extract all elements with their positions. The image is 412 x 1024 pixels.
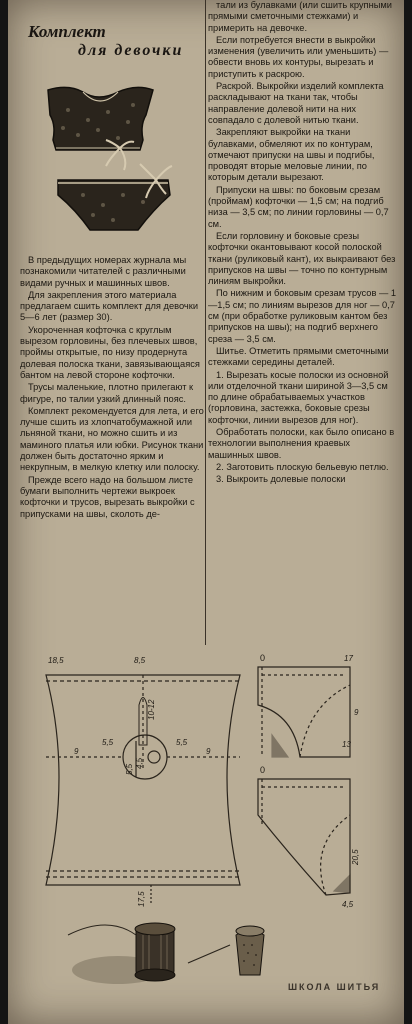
paragraph: Закрепляют выкройки на ткани булавками, …: [208, 127, 375, 183]
label-neck-v1: 5,5: [125, 763, 134, 775]
outfit-illustration: [47, 86, 173, 231]
label-right-top-17: 17: [344, 654, 353, 663]
blouse-pattern: [45, 674, 241, 903]
label-neck-left: 5,5: [102, 738, 114, 747]
right-column: тали из булавками (или сшить крупными пр…: [208, 0, 398, 486]
paragraph: 1. Вырезать косые полоски из основной ил…: [208, 369, 389, 425]
panties-illustration: [57, 163, 173, 231]
label-right-13: 13: [342, 740, 351, 749]
label-side-left: 9: [74, 747, 79, 756]
panties-back-pattern: [257, 778, 351, 896]
label-side-right: 9: [206, 747, 211, 756]
pattern-diagram: 18,5 8,5 10-12 5,5 5,5 5,5 4,5 9 9 17,5 …: [45, 653, 360, 984]
panties-front-pattern: [257, 666, 351, 758]
section-footer: ШКОЛА ШИТЬЯ: [288, 982, 381, 992]
label-top-mid: 8,5: [134, 656, 146, 665]
article-title-line1: Комплект: [28, 22, 106, 41]
label-right-nine: 9: [354, 708, 359, 717]
paragraph: Комплект рекомендуется для лета, и его л…: [20, 405, 204, 473]
paragraph: 2. Заготовить плоскую бельевую петлю.: [216, 461, 389, 472]
paragraph: Раскрой. Выкройки изделий комплекта раск…: [208, 81, 384, 125]
paragraph: В предыдущих номерах журнала мы познаком…: [20, 255, 187, 288]
label-right-top-zero: 0: [260, 653, 265, 663]
label-slit: 10-12: [147, 699, 156, 720]
label-bottom: 17,5: [137, 891, 146, 907]
label-right-4-5: 4,5: [342, 900, 354, 909]
paragraph: Если горловину и боковые срезы кофточки …: [208, 230, 396, 287]
paragraph: Обработать полоски, как было описано в т…: [208, 426, 395, 460]
label-top-left: 18,5: [48, 656, 64, 665]
column-divider: [205, 0, 206, 645]
magazine-page: Комплект для девочки В пред: [8, 0, 404, 1024]
label-neck-right: 5,5: [176, 738, 188, 747]
paragraph: Припуски на швы: по боковым срезам (прой…: [208, 184, 389, 229]
paragraph: Прежде всего надо на большом листе бумаг…: [20, 474, 195, 519]
left-column: В предыдущих номерах журнала мы познаком…: [20, 255, 204, 521]
article-title-line2: для девочки: [78, 42, 184, 59]
paragraph: Если потребуется внести в выкройки измен…: [208, 34, 389, 79]
paragraph: Шитье. Отметить прямыми сметочными стежк…: [208, 345, 389, 368]
label-neck-v2: 4,5: [135, 757, 144, 769]
paragraph: Для закрепления этого материала предлага…: [20, 289, 199, 323]
paragraph: Трусы маленькие, плотно прилегают к фигу…: [20, 382, 194, 404]
paragraph: Укороченная кофточка с круглым вырезом г…: [20, 324, 200, 380]
blouse-illustration: [47, 86, 154, 171]
label-right-20-5: 20,5: [351, 849, 360, 866]
paragraph: 3. Выкроить долевые полоски: [216, 474, 346, 485]
label-right-lower-zero: 0: [260, 765, 265, 775]
sewing-tools-illustration: [67, 922, 265, 984]
paragraph: По нижним и боковым срезам трусов — 1—1,…: [208, 288, 397, 344]
paragraph: тали из булавками (или сшить крупными пр…: [208, 0, 392, 33]
